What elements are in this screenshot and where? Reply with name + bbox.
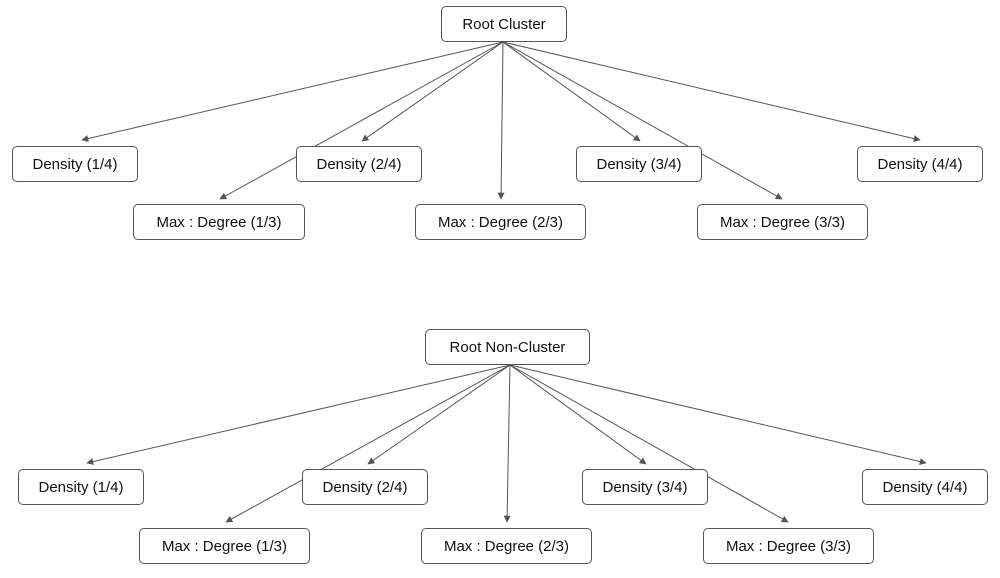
edge-root-noncluster-density-1 (86, 364, 511, 465)
max-degree-2-node: Max : Degree (2/3) (421, 528, 592, 564)
edge-root-cluster-density-4 (502, 41, 921, 142)
edges-root-cluster (81, 41, 921, 200)
root-non-cluster-node: Root Non-Cluster (425, 329, 590, 365)
density-2-node: Density (2/4) (296, 146, 422, 182)
edge-root-noncluster-maxdeg-3 (509, 364, 789, 523)
density-2-node: Density (2/4) (302, 469, 428, 505)
max-degree-2-node: Max : Degree (2/3) (415, 204, 586, 240)
edge-root-noncluster-maxdeg-2 (503, 364, 511, 523)
root-cluster-node: Root Cluster (441, 6, 567, 42)
max-degree-1-node: Max : Degree (1/3) (139, 528, 310, 564)
edge-root-noncluster-density-4 (509, 364, 927, 465)
edge-root-cluster-maxdeg-1 (219, 41, 504, 200)
edge-root-cluster-maxdeg-3 (502, 41, 783, 200)
max-degree-3-node: Max : Degree (3/3) (697, 204, 868, 240)
edge-root-cluster-density-2 (361, 41, 504, 142)
edge-root-noncluster-density-3 (509, 364, 647, 465)
density-3-node: Density (3/4) (576, 146, 702, 182)
edges-root-non-cluster (86, 364, 927, 523)
edge-root-noncluster-maxdeg-1 (225, 364, 511, 523)
density-1-node: Density (1/4) (12, 146, 138, 182)
density-1-node: Density (1/4) (18, 469, 144, 505)
density-4-node: Density (4/4) (857, 146, 983, 182)
density-4-node: Density (4/4) (862, 469, 988, 505)
edge-root-cluster-maxdeg-2 (497, 41, 505, 200)
edge-root-noncluster-density-2 (367, 364, 511, 465)
edge-root-cluster-density-1 (81, 41, 504, 142)
edge-root-cluster-density-3 (502, 41, 641, 142)
max-degree-3-node: Max : Degree (3/3) (703, 528, 874, 564)
density-3-node: Density (3/4) (582, 469, 708, 505)
max-degree-1-node: Max : Degree (1/3) (133, 204, 305, 240)
